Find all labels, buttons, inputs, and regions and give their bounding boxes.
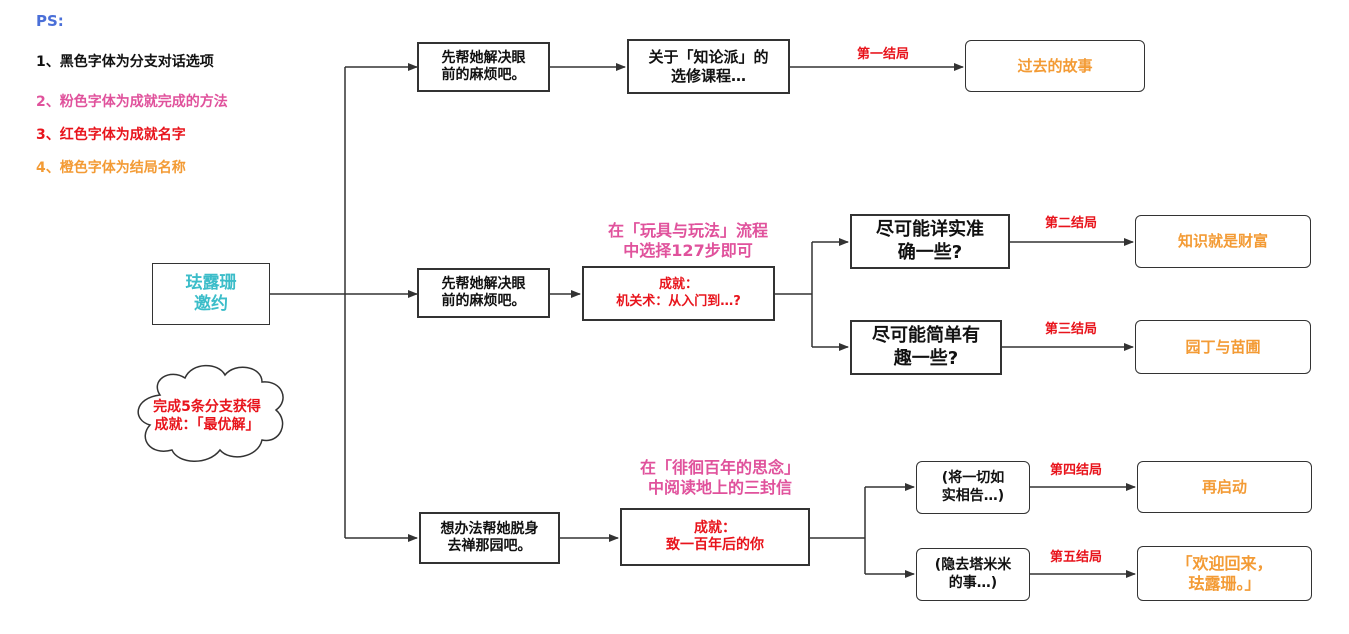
branch3-achievement: 成就：致一百年后的你 (620, 508, 810, 566)
ending5-line1: 「欢迎回来， (1176, 553, 1273, 573)
ending5-box: 「欢迎回来，珐露珊。」 (1137, 546, 1312, 601)
ending4-label: 第四结局 (1050, 463, 1103, 478)
branch3-method: 在「徘徊百年的思念」 中阅读地上的三封信 (615, 458, 825, 498)
branch2-choice-b-line1: 尽可能简单有 (872, 325, 980, 346)
legend-item-orange: 4、橙色字体为结局名称 (36, 160, 186, 176)
ending3-name: 园丁与苗圃 (1185, 337, 1261, 356)
branch2-choice-a: 尽可能详实准确一些? (850, 214, 1010, 269)
branch2-method-line1: 在「玩具与玩法」流程 (607, 221, 768, 240)
start-line2: 邀约 (194, 294, 228, 314)
branch2-achievement-line1: 成就： (658, 277, 698, 293)
branch1-choice: 关于「知论派」的选修课程… (627, 39, 790, 94)
ending2-box: 知识就是财富 (1135, 215, 1311, 268)
start-node: 珐露珊邀约 (152, 263, 270, 325)
branch3-option-line2: 去禅那园吧。 (447, 538, 532, 554)
branch3-achievement-line1: 成就： (694, 519, 736, 536)
branch2-option-line2: 前的麻烦吧。 (441, 293, 526, 309)
branch3-choice-a-line2: 实相告…) (941, 487, 1005, 504)
branch3-option-line1: 想办法帮她脱身 (440, 520, 539, 537)
branch3-choice-a-line1: (将一切如 (941, 470, 1005, 486)
branch2-option: 先帮她解决眼前的麻烦吧。 (417, 268, 550, 318)
branch2-choice-a-line1: 尽可能详实准 (876, 219, 984, 240)
start-line1: 珐露珊 (185, 272, 237, 293)
branch2-achievement-line2: 机关术：从入门到…? (616, 293, 741, 309)
branch1-option-line1: 先帮她解决眼 (441, 49, 526, 66)
legend-item-red: 3、红色字体为成就名字 (36, 127, 186, 143)
branch1-option-line2: 前的麻烦吧。 (441, 67, 526, 83)
branch3-method-line2: 中阅读地上的三封信 (647, 478, 792, 497)
branch2-method-line2: 中选择127步即可 (623, 241, 753, 260)
branch2-achievement: 成就：机关术：从入门到…? (582, 266, 775, 321)
branch2-choice-b: 尽可能简单有趣一些? (850, 320, 1002, 375)
branch2-method: 在「玩具与玩法」流程 中选择127步即可 (583, 221, 793, 261)
cloud-line2: 成就：「最优解」 (154, 417, 260, 434)
branch3-method-line1: 在「徘徊百年的思念」 (639, 458, 800, 477)
ending5-label: 第五结局 (1050, 550, 1103, 565)
legend-item-pink: 2、粉色字体为成就完成的方法 (36, 94, 228, 110)
ending2-name: 知识就是财富 (1177, 232, 1268, 251)
branch3-choice-a: (将一切如实相告…) (916, 461, 1030, 514)
branch1-choice-line1: 关于「知论派」的 (648, 47, 769, 66)
ending1-box: 过去的故事 (965, 40, 1145, 92)
ending3-label: 第三结局 (1045, 322, 1098, 337)
ending4-box: 再启动 (1137, 461, 1312, 513)
branch3-option: 想办法帮她脱身去禅那园吧。 (419, 512, 560, 564)
branch1-choice-line2: 选修课程… (670, 66, 746, 85)
ending3-box: 园丁与苗圃 (1135, 320, 1311, 374)
ending1-name: 过去的故事 (1017, 56, 1093, 75)
branch3-achievement-line2: 致一百年后的你 (666, 537, 764, 553)
ending5-line2: 珐露珊。」 (1188, 573, 1261, 593)
branch2-choice-a-line2: 确一些? (897, 241, 963, 263)
cloud-line1: 完成5条分支获得 (153, 399, 261, 415)
branch2-choice-b-line2: 趣一些? (893, 347, 959, 369)
branch3-choice-b-line2: 的事…) (948, 574, 998, 591)
cloud-achievement: 完成5条分支获得 成就：「最优解」 (137, 398, 277, 434)
cloud-shape (137, 364, 284, 462)
ending4-name: 再启动 (1201, 477, 1247, 496)
ending1-label: 第一结局 (857, 47, 910, 62)
ending2-label: 第二结局 (1045, 216, 1098, 231)
branch2-option-line1: 先帮她解决眼 (441, 275, 526, 292)
legend-title: PS: (36, 12, 64, 30)
branch1-option: 先帮她解决眼前的麻烦吧。 (417, 42, 550, 92)
legend-item-black: 1、黑色字体为分支对话选项 (36, 54, 214, 70)
branch3-choice-b: (隐去塔米米的事…) (916, 548, 1030, 601)
branch3-choice-b-line1: (隐去塔米米 (934, 557, 1012, 573)
